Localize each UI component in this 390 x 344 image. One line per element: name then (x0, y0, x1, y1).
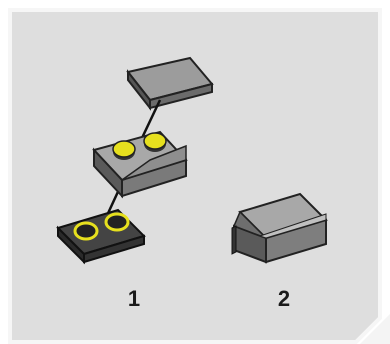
assembled-slope-brick (232, 194, 326, 262)
step-number-2: 2 (264, 287, 304, 311)
step-number-1: 1 (114, 287, 154, 311)
